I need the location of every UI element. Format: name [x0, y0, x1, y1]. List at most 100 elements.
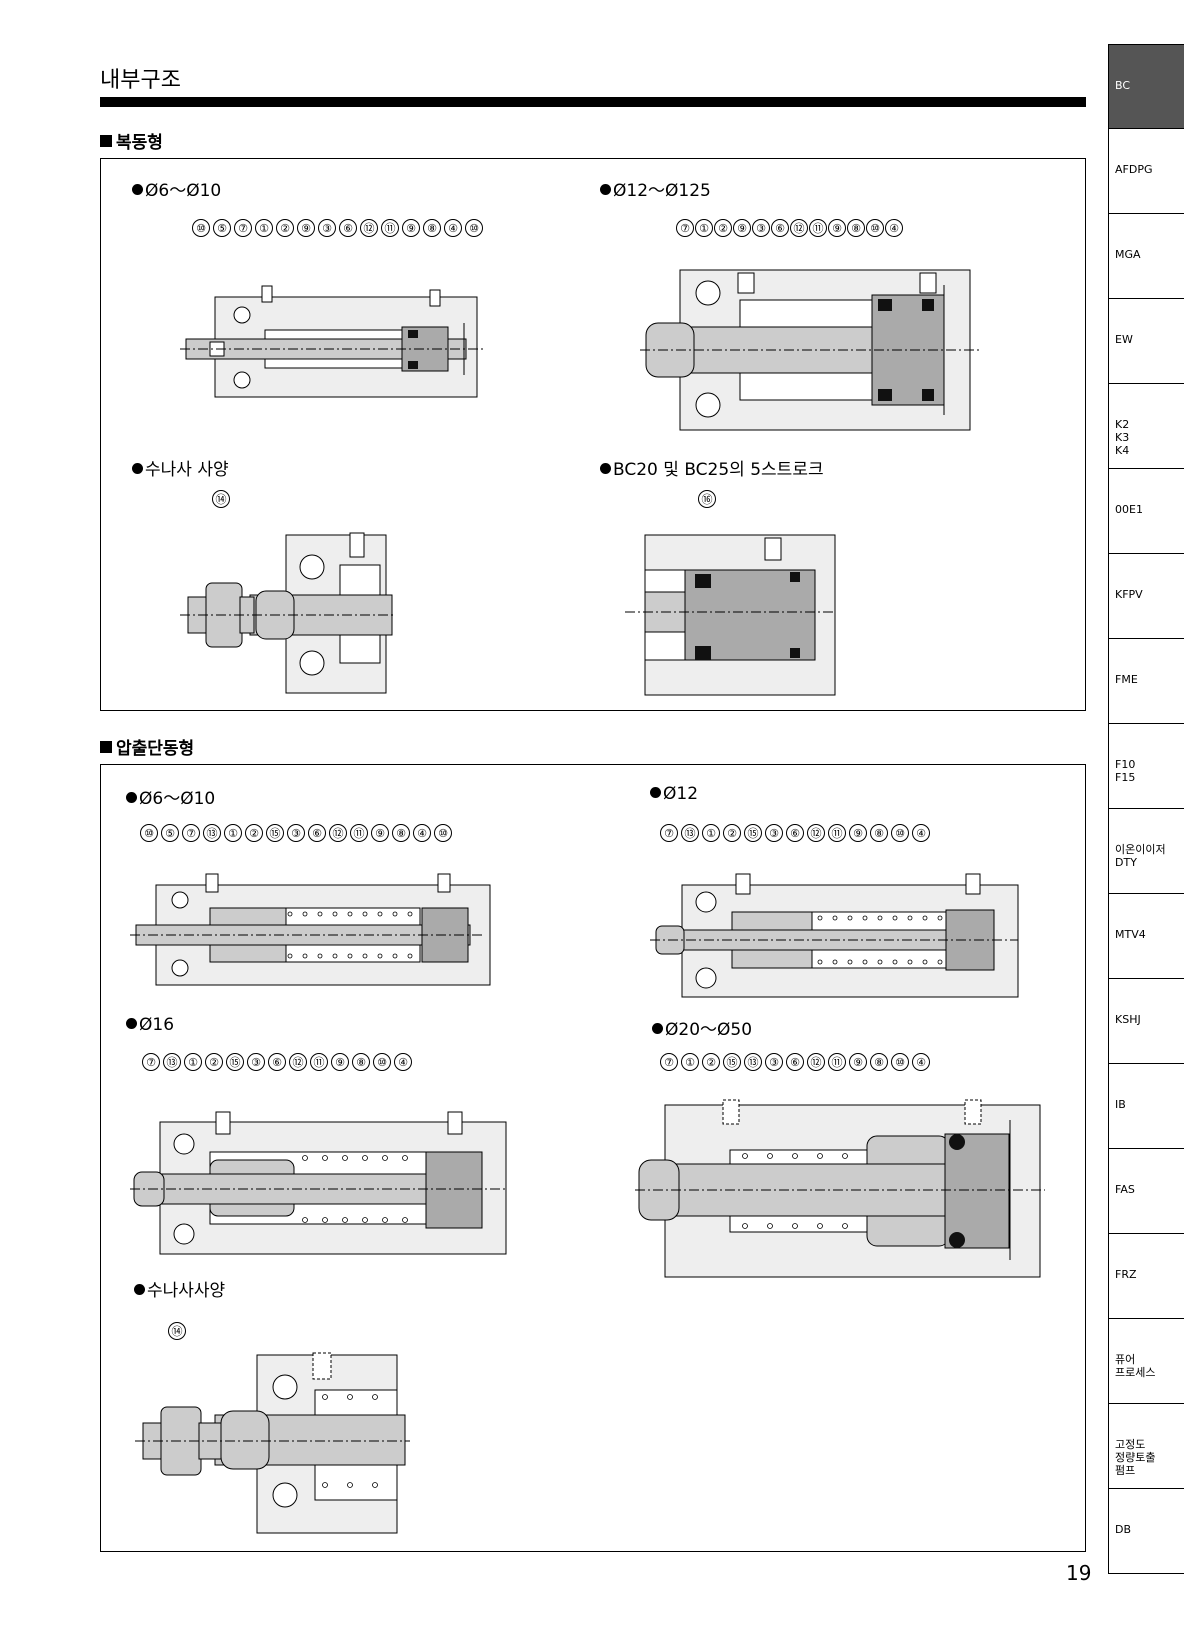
callout-number: ⑧: [352, 1053, 370, 1071]
sidebar-tab[interactable]: 이온이이저 DTY: [1109, 809, 1184, 894]
callout-number: ⑩: [866, 219, 884, 237]
bullet-icon: [652, 1023, 663, 1034]
cylinder-drawing: [130, 1111, 507, 1255]
sidebar-tab[interactable]: FME: [1109, 639, 1184, 724]
fig-title: BC20 및 BC25의 5스트로크: [600, 455, 824, 480]
callout-number: ④: [413, 824, 431, 842]
fig-title: Ø6～Ø10: [126, 784, 215, 809]
callout-number: ②: [723, 824, 741, 842]
sidebar-tab[interactable]: FAS: [1109, 1149, 1184, 1234]
sidebar-tab[interactable]: BC: [1109, 44, 1184, 129]
sidebar-tab[interactable]: 00E1: [1109, 469, 1184, 554]
callout-number: ⑥: [786, 1053, 804, 1071]
callout-number: ①: [255, 219, 273, 237]
sidebar-tab[interactable]: DB: [1109, 1489, 1184, 1574]
sidebar-tab[interactable]: 고정도 정량토출 펌프: [1109, 1404, 1184, 1489]
cylinder-drawing: [625, 534, 836, 696]
callout-number: ⑦: [142, 1053, 160, 1071]
callout-number: ⑥: [339, 219, 357, 237]
cylinder-drawing: [640, 269, 980, 431]
fig-title: 수나사사양: [134, 1276, 225, 1301]
callout-number: ⑫: [790, 219, 808, 237]
square-bullet-icon: [100, 135, 112, 147]
callout-number: ⑬: [681, 824, 699, 842]
callout-number: ⑫: [289, 1053, 307, 1071]
fig-title: Ø20～Ø50: [652, 1015, 752, 1040]
bullet-icon: [600, 184, 611, 195]
sidebar-tab[interactable]: KSHJ: [1109, 979, 1184, 1064]
fig-title: 수나사 사양: [132, 455, 229, 480]
callout-number: ⑧: [870, 824, 888, 842]
callout-number: ⑫: [807, 1053, 825, 1071]
spring-coils: [287, 911, 413, 959]
callout-number: ⑮: [744, 824, 762, 842]
callout-number: ②: [205, 1053, 223, 1071]
callout-number: ③: [765, 824, 783, 842]
bullet-icon: [126, 792, 137, 803]
callout-number: ②: [245, 824, 263, 842]
callout-number: ③: [752, 219, 770, 237]
callout-number: ⑧: [870, 1053, 888, 1071]
sidebar-tab[interactable]: F10 F15: [1109, 724, 1184, 809]
callout-number: ⑧: [392, 824, 410, 842]
callout-number: ⑨: [849, 1053, 867, 1071]
sidebar-tab[interactable]: KFPV: [1109, 554, 1184, 639]
callout-number: ⑧: [847, 219, 865, 237]
callout-number: ⑯: [698, 490, 716, 508]
cylinder-drawing: [180, 285, 485, 398]
bullet-icon: [132, 463, 143, 474]
callout-number: ⑪: [828, 1053, 846, 1071]
sidebar-tab[interactable]: MGA: [1109, 214, 1184, 299]
callout-row: ⑭: [168, 1322, 186, 1340]
callout-number: ③: [287, 824, 305, 842]
sidebar-tab[interactable]: EW: [1109, 299, 1184, 384]
callout-number: ⑤: [213, 219, 231, 237]
sidebar-tab[interactable]: MTV4: [1109, 894, 1184, 979]
section-double-acting: 복동형: [100, 128, 163, 153]
callout-number: ⑬: [203, 824, 221, 842]
callout-number: ④: [444, 219, 462, 237]
callout-number: ⑥: [308, 824, 326, 842]
callout-number: ②: [276, 219, 294, 237]
callout-number: ⑨: [297, 219, 315, 237]
spring-coils: [302, 1155, 408, 1223]
callout-number: ⑧: [423, 219, 441, 237]
callout-number: ⑥: [268, 1053, 286, 1071]
callout-number: ⑮: [723, 1053, 741, 1071]
callout-row: ⑯: [698, 490, 716, 508]
callout-number: ⑨: [331, 1053, 349, 1071]
cylinder-drawing: [135, 1352, 410, 1534]
sidebar-tab[interactable]: IB: [1109, 1064, 1184, 1149]
callout-number: ①: [184, 1053, 202, 1071]
callout-number: ①: [695, 219, 713, 237]
fig-title: Ø12～Ø125: [600, 176, 711, 201]
spring-coils: [817, 915, 943, 965]
spring-coils: [322, 1394, 378, 1488]
fig-title: Ø12: [650, 784, 698, 804]
callout-number: ③: [247, 1053, 265, 1071]
cylinder-drawing: [635, 1099, 1045, 1278]
callout-number: ⑬: [744, 1053, 762, 1071]
callout-number: ⑫: [329, 824, 347, 842]
callout-number: ③: [765, 1053, 783, 1071]
sidebar-tab[interactable]: FRZ: [1109, 1234, 1184, 1319]
sidebar-tab[interactable]: AFDPG: [1109, 129, 1184, 214]
cylinder-drawing: [130, 873, 491, 986]
sidebar-tab[interactable]: K2 K3 K4: [1109, 384, 1184, 469]
callout-number: ①: [224, 824, 242, 842]
callout-number: ⑪: [310, 1053, 328, 1071]
page-title: 내부구조: [100, 68, 181, 93]
section-single-acting-push: 압출단동형: [100, 734, 194, 759]
callout-number: ⑥: [786, 824, 804, 842]
callout-number: ⑭: [212, 490, 230, 508]
callout-number: ⑦: [660, 824, 678, 842]
sidebar-tab[interactable]: 퓨어 프로세스: [1109, 1319, 1184, 1404]
callout-number: ⑮: [266, 824, 284, 842]
panel-double-acting: [100, 158, 1086, 711]
callout-number: ⑫: [360, 219, 378, 237]
callout-number: ⑦: [676, 219, 694, 237]
callout-number: ⑨: [849, 824, 867, 842]
